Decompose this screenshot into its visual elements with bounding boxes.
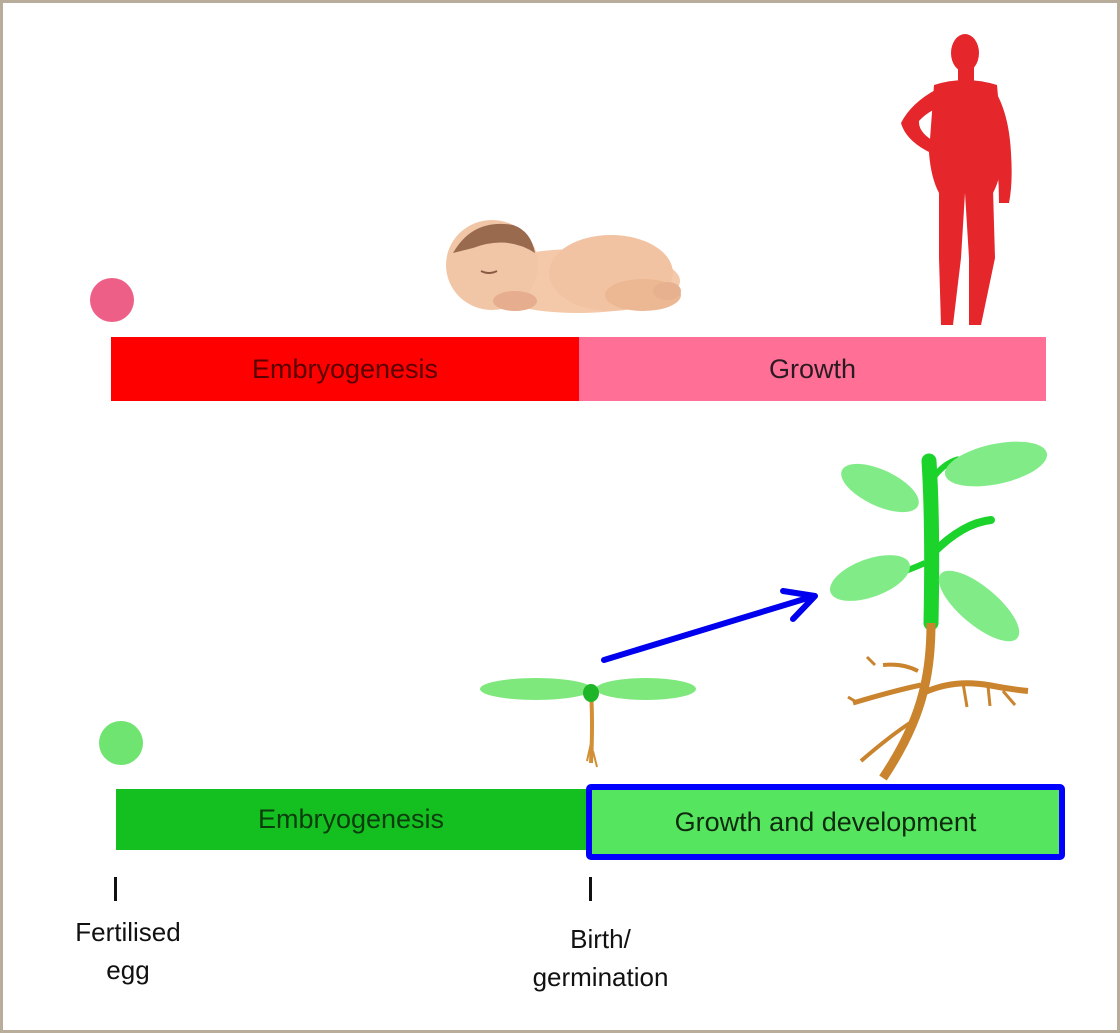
plant-embryogenesis-bar: Embryogenesis bbox=[116, 789, 586, 850]
fertilised-label-line2: egg bbox=[43, 952, 213, 990]
illustration-layer bbox=[3, 3, 1117, 1030]
plant-embryogenesis-label: Embryogenesis bbox=[258, 804, 444, 835]
birth-germination-label: Birth/ germination bbox=[498, 921, 703, 996]
seedling-icon bbox=[480, 678, 696, 767]
plant-growth-development-bar: Growth and development bbox=[586, 784, 1065, 860]
birth-germination-tick bbox=[589, 877, 592, 901]
human-growth-label: Growth bbox=[769, 354, 856, 385]
baby-icon bbox=[446, 220, 681, 313]
human-egg-dot bbox=[90, 278, 134, 322]
fertilised-egg-label: Fertilised egg bbox=[43, 914, 213, 989]
human-embryogenesis-label: Embryogenesis bbox=[252, 354, 438, 385]
human-embryogenesis-bar: Embryogenesis bbox=[111, 337, 579, 401]
adult-human-icon bbox=[901, 34, 1012, 325]
arrow-icon bbox=[604, 591, 815, 660]
fertilised-egg-tick bbox=[114, 877, 117, 901]
mature-plant-icon bbox=[824, 434, 1051, 778]
plant-egg-dot bbox=[99, 721, 143, 765]
birth-label-line2: germination bbox=[498, 959, 703, 997]
plant-growth-development-label: Growth and development bbox=[675, 807, 977, 838]
birth-label-line1: Birth/ bbox=[498, 921, 703, 959]
fertilised-label-line1: Fertilised bbox=[43, 914, 213, 952]
human-growth-bar: Growth bbox=[579, 337, 1046, 401]
